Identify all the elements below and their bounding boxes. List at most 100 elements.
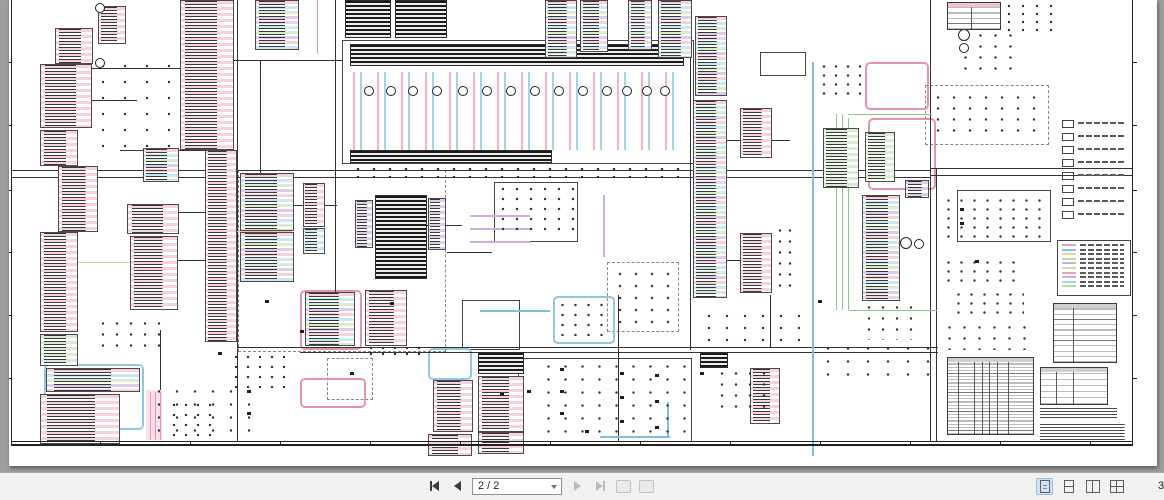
- page-number-input[interactable]: [473, 480, 551, 492]
- connector-block: [740, 108, 772, 158]
- scrolling-page-view-button[interactable]: [1060, 478, 1077, 495]
- component-circle: [660, 86, 670, 96]
- data-table: [947, 357, 1034, 435]
- notes-text: [1040, 424, 1132, 440]
- connector-block: [695, 16, 727, 96]
- page-dropdown-caret-icon[interactable]: [551, 484, 557, 492]
- page-number-box[interactable]: [472, 477, 562, 495]
- component-circle: [95, 3, 105, 13]
- symbol-label-text: [1078, 148, 1126, 150]
- component-cluster: [700, 310, 810, 344]
- component-cluster: [92, 58, 174, 154]
- bus-line: [260, 60, 261, 173]
- symbol-label-text: [1078, 135, 1126, 137]
- component-glyph: [300, 330, 304, 333]
- bus-line: [237, 0, 238, 441]
- bus-line: [690, 0, 691, 350]
- symbol-glyph: [1062, 172, 1074, 180]
- connector-block: [40, 130, 78, 166]
- component-circle: [958, 29, 970, 41]
- frame-border-right: [1132, 0, 1133, 446]
- legend-label-text: [1080, 267, 1124, 269]
- legend-label-text: [1080, 285, 1124, 288]
- next-view-icon: [638, 479, 654, 493]
- bus-line: [936, 168, 937, 441]
- wire-pu: [470, 241, 530, 243]
- connector-block: [365, 290, 407, 346]
- wire-gn: [848, 114, 932, 115]
- two-page-scrolling-icon: [1109, 479, 1124, 493]
- two-page-view-button[interactable]: [1084, 478, 1101, 495]
- page-display-group: 33.01: [1036, 473, 1164, 499]
- legend-swatch: [1062, 248, 1076, 251]
- component-cluster: [818, 342, 934, 378]
- next-page-button[interactable]: [569, 478, 585, 494]
- component-glyph: [655, 400, 659, 403]
- symbol-label-text: [1078, 200, 1126, 202]
- component-cluster: [930, 92, 1042, 140]
- viewer-toolbar: 33.01: [0, 472, 1164, 500]
- connector-block: [545, 0, 577, 58]
- frame-tick: [1133, 125, 1137, 126]
- last-page-button[interactable]: [592, 478, 608, 494]
- component-cluster: [612, 268, 672, 324]
- two-page-scrolling-view-button[interactable]: [1108, 478, 1125, 495]
- injector-wire-band: [348, 72, 684, 150]
- wire-pk: [317, 0, 318, 54]
- component-circle: [458, 86, 468, 96]
- frame-tick: [370, 442, 371, 446]
- pdf-page[interactable]: [9, 0, 1157, 466]
- legend-label-text: [1080, 280, 1124, 283]
- bus-line: [930, 0, 931, 441]
- legend-label-text: [1080, 271, 1124, 274]
- component-circle: [578, 86, 588, 96]
- component-glyph: [500, 393, 504, 396]
- component-circle: [432, 86, 442, 96]
- frame-tick: [100, 442, 101, 446]
- next-view-button[interactable]: [638, 478, 654, 494]
- single-page-icon: [1039, 479, 1050, 493]
- component-cluster: [952, 290, 1024, 316]
- scrolling-page-icon: [1063, 479, 1074, 493]
- component-circle: [364, 86, 374, 96]
- component-glyph: [585, 430, 589, 433]
- frame-tick: [9, 252, 11, 253]
- symbol-glyph: [1062, 211, 1074, 219]
- table-column-line: [973, 358, 975, 434]
- harness-outline: [462, 300, 520, 350]
- component-cluster: [168, 400, 212, 444]
- component-circle: [602, 86, 612, 96]
- table-column-line: [971, 3, 973, 29]
- previous-view-button[interactable]: [615, 478, 631, 494]
- component-circle: [554, 86, 564, 96]
- single-page-view-button[interactable]: [1036, 477, 1053, 495]
- component-cluster: [862, 302, 924, 340]
- frame-tick: [550, 442, 551, 446]
- connector-block: [46, 368, 140, 392]
- zoom-level-text: 33.01: [1158, 480, 1164, 492]
- frame-border-bottom-inner: [11, 441, 1132, 442]
- component-circle: [386, 86, 396, 96]
- bus-line: [930, 175, 1132, 176]
- legend-swatch: [1062, 257, 1076, 260]
- first-page-arrow-icon: [431, 481, 439, 491]
- component-cluster: [818, 62, 862, 100]
- connector-block: [862, 195, 900, 301]
- component-glyph: [655, 426, 659, 429]
- symbol-glyph: [1062, 198, 1074, 206]
- bus-line: [237, 347, 938, 348]
- connector-block: [865, 132, 895, 182]
- component-circle: [959, 43, 969, 53]
- first-page-button[interactable]: [426, 478, 442, 494]
- frame-tick: [730, 442, 731, 446]
- frame-tick: [1133, 315, 1137, 316]
- symbol-label-text: [1078, 213, 1126, 215]
- component-glyph: [527, 390, 531, 393]
- frame-tick: [820, 442, 821, 446]
- connector-block: [428, 198, 446, 250]
- component-cluster: [230, 352, 286, 388]
- previous-page-button[interactable]: [449, 478, 465, 494]
- connector-block: [478, 352, 524, 374]
- last-page-icon: [602, 481, 605, 491]
- component-circle: [482, 86, 492, 96]
